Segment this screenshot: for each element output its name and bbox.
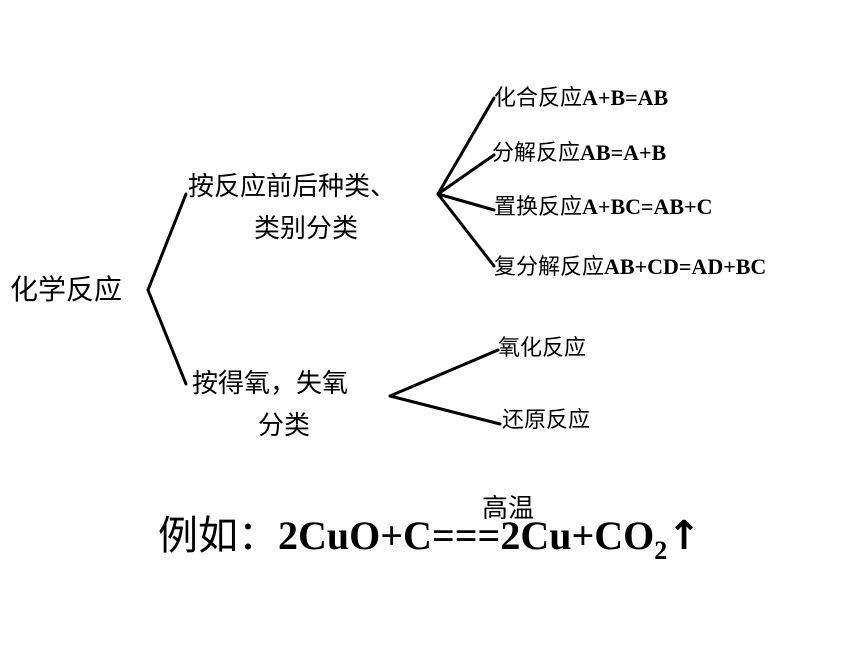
leaf-reduction-reaction: 还原反应 bbox=[502, 410, 590, 432]
subscript-2: 2 bbox=[654, 536, 668, 565]
edge-b1-leaf2 bbox=[436, 153, 496, 196]
leaf-name: 还原反应 bbox=[502, 408, 591, 433]
leaf-formula: A+BC=AB+C bbox=[582, 194, 713, 219]
edge-root-branch1 bbox=[146, 192, 188, 292]
leaf-name: 分解反应 bbox=[492, 141, 581, 166]
branch-node-oxygen-line2: 分类 bbox=[258, 413, 310, 439]
condition-label: 高温 bbox=[482, 494, 535, 524]
branch2-label-line1: 按得氧，失氧 bbox=[192, 369, 349, 399]
root-node: 化学反应 bbox=[10, 276, 122, 304]
edge-b1-leaf3 bbox=[436, 192, 496, 212]
leaf-formula: A+B=AB bbox=[582, 85, 669, 110]
branch1-label-line2: 类别分类 bbox=[254, 214, 359, 244]
reactants: 2CuO+C bbox=[278, 513, 432, 558]
edge-b2-leaf2 bbox=[388, 394, 502, 426]
leaf-name: 化合反应 bbox=[494, 86, 583, 111]
equals-sign: === bbox=[431, 513, 501, 558]
leaf-displacement-reaction: 置换反应A+BC=AB+C bbox=[494, 196, 713, 219]
example-prefix: 例如： bbox=[158, 513, 278, 559]
branch-node-type-category-line2: 类别分类 bbox=[254, 216, 358, 242]
leaf-formula: AB+CD=AD+BC bbox=[604, 254, 767, 279]
leaf-name: 复分解反应 bbox=[494, 255, 605, 280]
leaf-double-decomposition-reaction: 复分解反应AB+CD=AD+BC bbox=[494, 256, 766, 279]
products: 2Cu+CO bbox=[500, 513, 655, 558]
branch-node-oxygen: 按得氧，失氧 bbox=[192, 371, 348, 397]
leaf-oxidation-reaction: 氧化反应 bbox=[498, 338, 586, 360]
edge-root-branch2 bbox=[146, 288, 188, 386]
leaf-name: 氧化反应 bbox=[498, 336, 587, 361]
leaf-combination-reaction: 化合反应A+B=AB bbox=[494, 87, 668, 110]
branch1-label-line1: 按反应前后种类、 bbox=[188, 172, 397, 202]
reaction-condition: 高温 bbox=[482, 496, 534, 522]
leaf-formula: AB=A+B bbox=[580, 140, 667, 165]
edge-b1-leaf4 bbox=[436, 192, 496, 268]
leaf-name: 置换反应 bbox=[494, 195, 583, 220]
root-label: 化学反应 bbox=[10, 273, 123, 306]
leaf-decomposition-reaction: 分解反应AB=A+B bbox=[492, 142, 666, 165]
branch2-label-line2: 分类 bbox=[258, 411, 311, 441]
branch-node-type-category: 按反应前后种类、 bbox=[188, 174, 396, 200]
example-equation: 例如：2CuO+C===2Cu+CO2↑ bbox=[158, 516, 701, 564]
edge-b1-leaf1 bbox=[436, 96, 496, 196]
gas-arrow-icon: ↑ bbox=[667, 513, 701, 559]
edge-b2-leaf1 bbox=[388, 348, 500, 398]
